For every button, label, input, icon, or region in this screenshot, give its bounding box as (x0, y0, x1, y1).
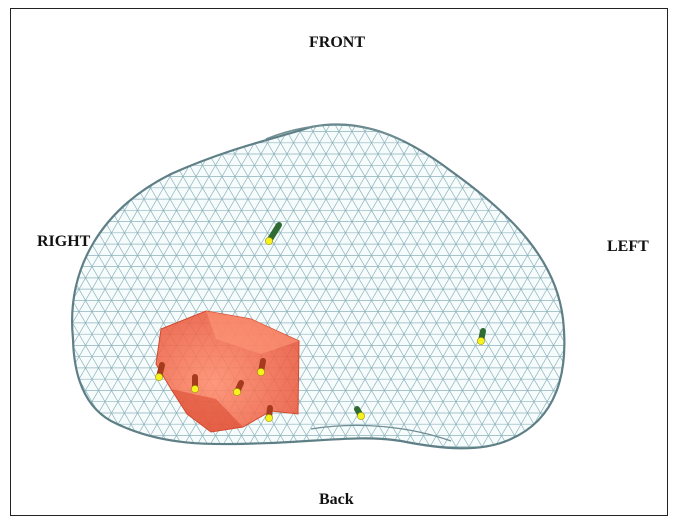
label-back: Back (319, 491, 354, 508)
label-right: RIGHT (37, 233, 91, 250)
marker-6-tip (233, 388, 240, 395)
marker-8-tip (265, 414, 272, 421)
marker-5-tip (191, 385, 198, 392)
figure-frame: FRONT RIGHT LEFT Back (10, 8, 668, 516)
marker-2-tip (477, 337, 484, 344)
marker-4-tip (155, 373, 162, 380)
prostate-3d-model: FRONT RIGHT LEFT Back (11, 9, 668, 516)
marker-7-tip (257, 368, 264, 375)
marker-3-tip (357, 412, 364, 419)
marker-5 (191, 377, 198, 393)
label-front: FRONT (309, 34, 365, 51)
mesh-shading (51, 109, 591, 459)
label-left: LEFT (607, 238, 649, 255)
organ-wireframe-mesh (11, 109, 668, 459)
marker-1-tip (265, 237, 272, 244)
